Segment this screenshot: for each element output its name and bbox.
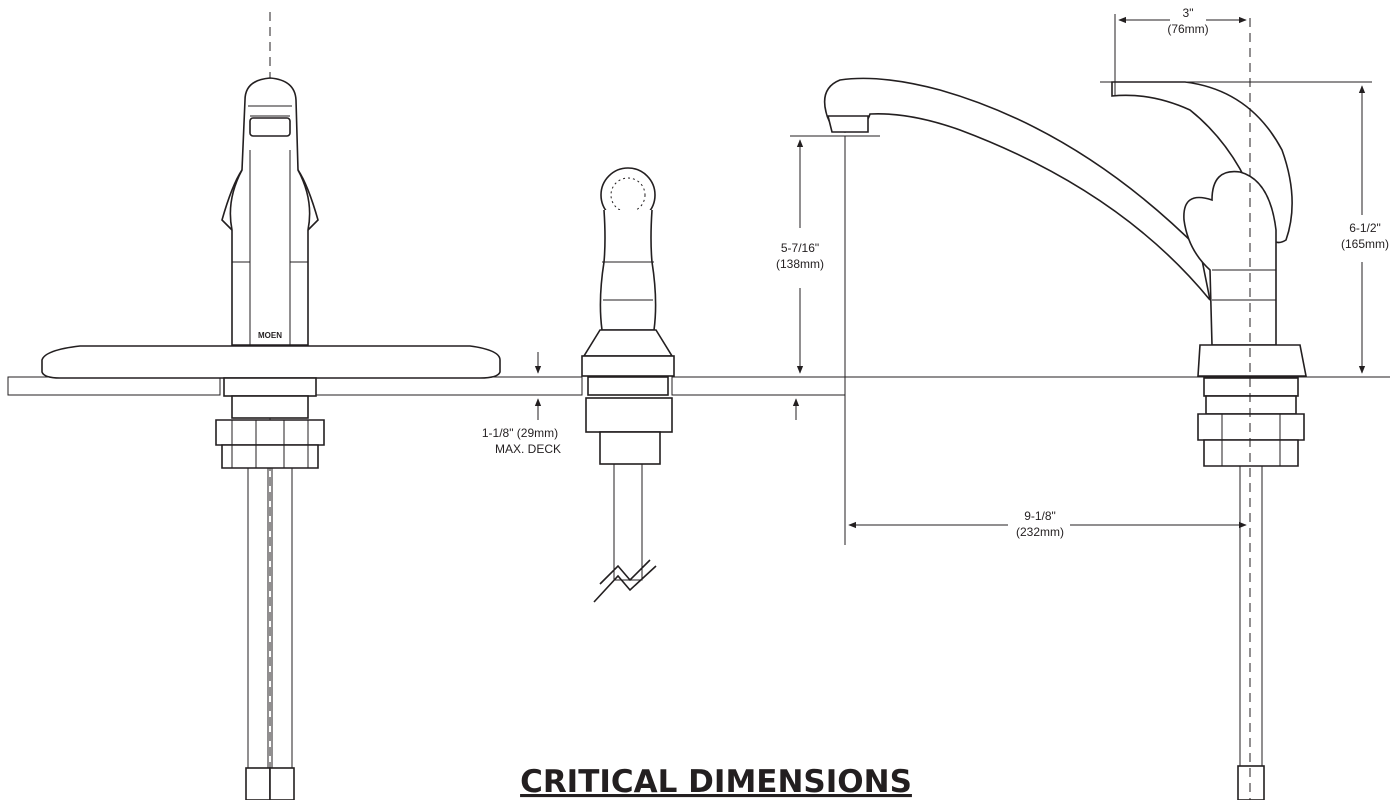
handle-offset-metric: (76mm) <box>1167 22 1208 36</box>
deck-note-label: MAX. DECK <box>495 442 561 456</box>
brand-mark: MOEN <box>258 331 282 340</box>
overall-height-metric: (165mm) <box>1341 237 1389 251</box>
faucet-side-view <box>823 18 1307 800</box>
spout-reach-imperial: 9-1/8" <box>1024 509 1056 523</box>
spout-height-metric: (138mm) <box>776 257 824 271</box>
drawing-title: CRITICAL DIMENSIONS <box>520 764 912 800</box>
dimension-lines <box>534 14 1372 545</box>
faucet-front-view: MOEN <box>41 12 501 800</box>
deck-dimension-label: 1-1/8" (29mm) <box>482 426 558 440</box>
overall-height-imperial: 6-1/2" <box>1349 221 1381 235</box>
handle-offset-imperial: 3" <box>1183 6 1194 20</box>
dimension-labels: 1-1/8" (29mm) MAX. DECK 5-7/16" (138mm) … <box>482 6 1389 539</box>
countertop-deck <box>7 376 1390 396</box>
side-spray <box>581 167 675 603</box>
spout-reach-metric: (232mm) <box>1016 525 1064 539</box>
spout-height-imperial: 5-7/16" <box>781 241 819 255</box>
